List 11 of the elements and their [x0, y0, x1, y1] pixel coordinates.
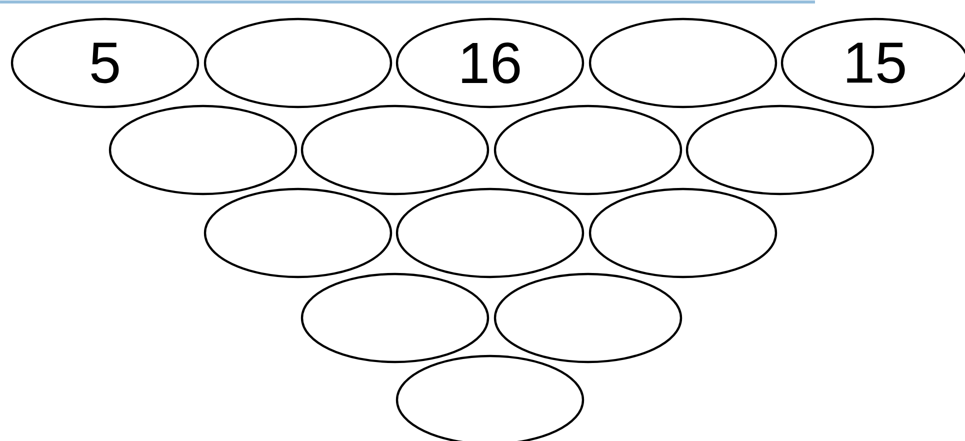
empty-ellipse — [494, 272, 682, 364]
empty-ellipse — [686, 104, 874, 196]
empty-ellipse — [300, 104, 490, 196]
empty-ellipse — [108, 104, 298, 196]
empty-ellipse — [204, 18, 392, 108]
empty-ellipse — [494, 104, 682, 196]
empty-ellipse — [588, 18, 778, 108]
empty-ellipse — [396, 188, 584, 278]
empty-ellipse — [588, 188, 778, 278]
empty-ellipse — [204, 188, 392, 278]
empty-ellipse — [300, 272, 490, 364]
